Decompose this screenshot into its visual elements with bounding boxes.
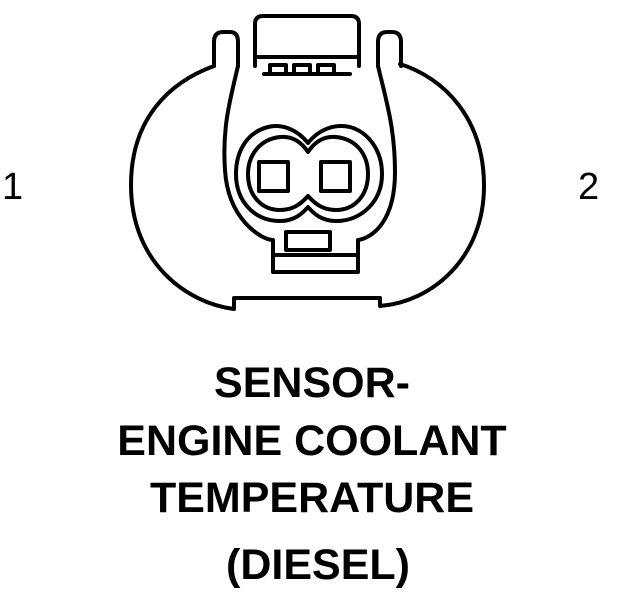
lower-key [284, 230, 332, 252]
right-latch-arm [376, 30, 403, 68]
caption-line-2: ENGINE COOLANT [117, 417, 507, 465]
terminal-cavity-inner-ring [246, 134, 370, 212]
caption-line-1: SENSOR- [214, 359, 410, 407]
terminal-cavity-housing [234, 124, 384, 223]
inner-housing [222, 64, 397, 274]
caption-line-3: TEMPERATURE [149, 474, 475, 522]
connector-face-drawing [129, 14, 486, 311]
connector-outer-body [129, 62, 486, 311]
left-latch-arm [212, 30, 240, 68]
locking-tab [253, 14, 361, 68]
terminal-2 [319, 160, 352, 193]
terminal-1 [257, 160, 290, 193]
caption-line-4: (DIESEL) [226, 541, 410, 589]
pin-1-label: 1 [2, 166, 24, 208]
pin-2-label: 2 [578, 166, 600, 208]
